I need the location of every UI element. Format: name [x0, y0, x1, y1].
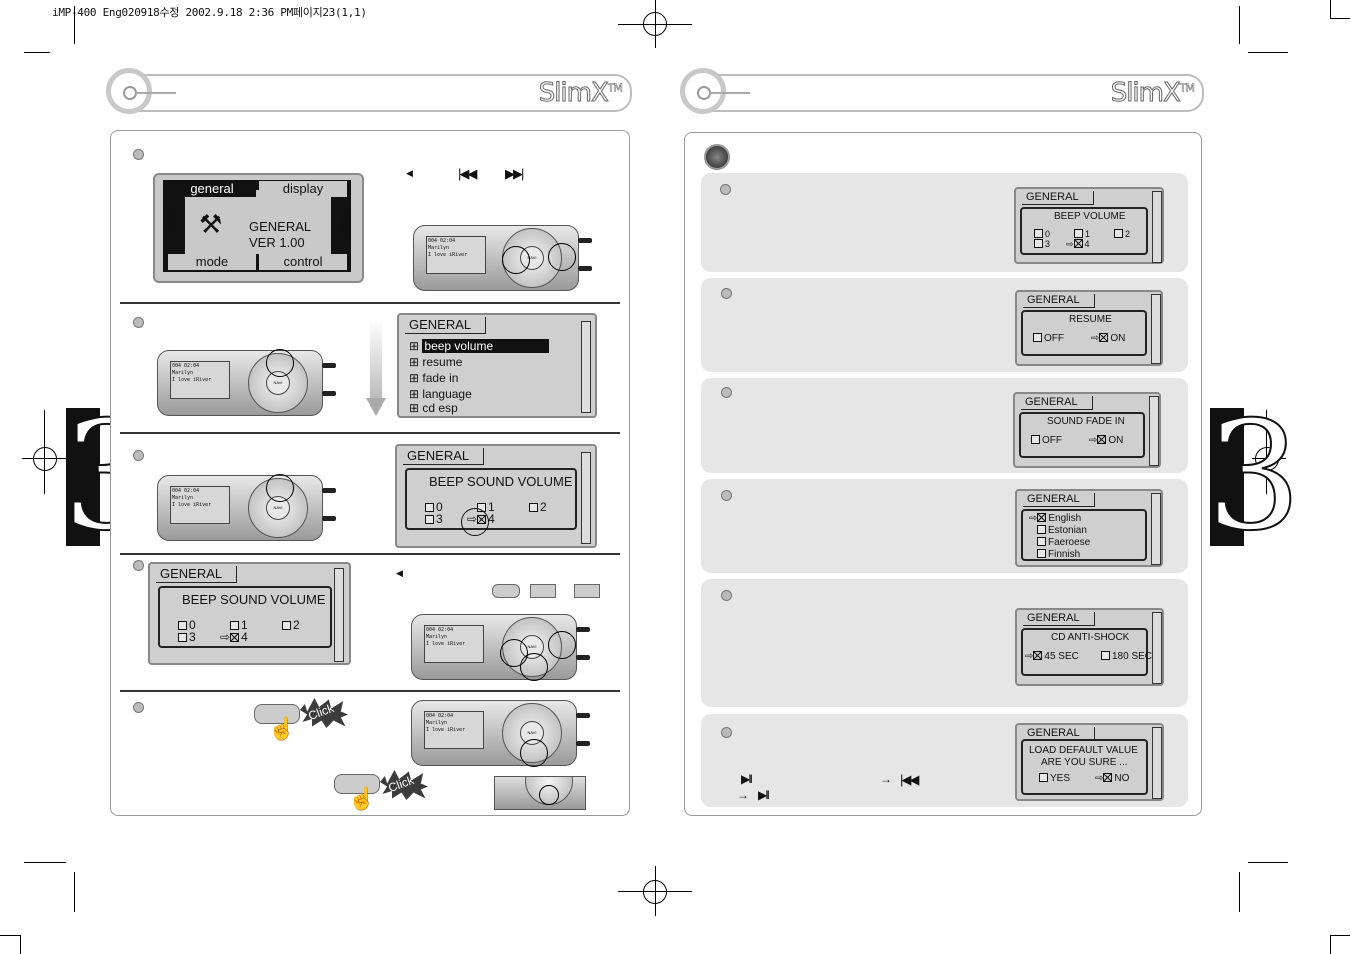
step-bullet: [133, 317, 144, 328]
anti-shock-screen: GENERAL CD ANTI-SHOCK ⇨45 SEC 180 SEC: [1015, 608, 1164, 686]
language-screen: GENERAL ⇨English Estonian Faeroese Finni…: [1015, 489, 1163, 567]
menu-control: control: [259, 254, 347, 270]
step-bullet: [133, 149, 144, 160]
left-marker-icon: ◀: [396, 568, 403, 578]
arrow-icon: →: [737, 788, 749, 802]
screen-tab: GENERAL: [405, 317, 487, 334]
header-banner-left: SlimXTM: [106, 68, 632, 114]
step-bullet: [721, 727, 732, 738]
stop-button-icon: [254, 704, 300, 724]
menu-timer: timer: [336, 212, 350, 240]
list-item: cd esp: [422, 401, 458, 415]
hand-pointer-icon: ☝: [348, 786, 376, 811]
list-item: resume: [422, 355, 463, 369]
menu-mode: mode: [168, 254, 256, 270]
step-bullet: [721, 590, 732, 601]
divider: [120, 553, 620, 555]
step-bullet: [721, 490, 732, 501]
crop-mark: [1330, 0, 1331, 18]
header-banner-right: SlimXTM: [680, 68, 1204, 114]
divider: [120, 432, 620, 434]
step-bullet: [133, 450, 144, 461]
crop-mark: [1330, 935, 1350, 936]
crop-mark: [24, 52, 50, 53]
step-bullet: [721, 288, 732, 299]
crop-mark: [0, 935, 20, 936]
list-item-selected: beep volume: [422, 339, 550, 353]
menu-title: GENERAL: [249, 219, 312, 234]
divider: [120, 302, 620, 304]
menu-user-eq: User EQ: [164, 204, 178, 251]
divider: [120, 690, 620, 692]
main-menu-screen: general display mode control User EQ tim…: [153, 173, 364, 283]
stop-button-icon: [334, 774, 380, 794]
crop-mark: [1239, 6, 1240, 44]
print-header: iMP-400 Eng020918수정 2002.9.18 2:36 PM페이지…: [52, 6, 367, 19]
registration-mark: [1255, 447, 1279, 471]
left-marker-icon: ◀: [406, 168, 413, 178]
resume-screen: GENERAL RESUME OFF ⇨ON: [1015, 290, 1163, 366]
down-arrow-icon: [370, 320, 382, 400]
crop-mark: [1248, 862, 1288, 863]
device-closeup: [494, 776, 586, 810]
chapter-tab-left: 3: [61, 401, 158, 553]
prev-icon: |◀◀: [458, 166, 477, 181]
list-item: language: [422, 387, 472, 401]
section-icon: [704, 144, 730, 170]
tools-icon: ⚒: [199, 209, 223, 239]
step-bullet: [133, 702, 144, 713]
arrow-icon: →: [880, 772, 892, 786]
beep-volume-screen: GENERAL BEEP SOUND VOLUME 0 1 2 3 ⇨4: [148, 562, 351, 665]
play-pause-icon: ▶II: [758, 788, 770, 802]
step-bullet: [133, 560, 144, 571]
crop-mark: [24, 862, 66, 863]
menu-version: VER 1.00: [249, 235, 305, 250]
beep-volume-small-screen: GENERAL BEEP VOLUME 0 1 2 3 ⇨4: [1014, 187, 1164, 264]
load-default-screen: GENERAL LOAD DEFAULT VALUE ARE YOU SURE …: [1015, 723, 1164, 801]
beep-volume-screen: GENERAL BEEP SOUND VOLUME 0 1 2 3 ⇨4: [395, 444, 597, 548]
stop-button-icon: [492, 584, 520, 598]
crop-mark: [74, 6, 75, 44]
crop-mark: [1248, 52, 1288, 53]
general-list-screen: GENERAL ⊞ beep volume ⊞ resume ⊞ fade in…: [397, 313, 597, 418]
crop-mark: [1239, 872, 1240, 912]
next-icon: ▶▶|: [505, 166, 524, 181]
menu-general: general: [168, 181, 256, 197]
chapter-tab-right: 3: [1205, 390, 1302, 564]
prev-button-icon: [530, 584, 556, 598]
crop-mark: [74, 872, 75, 912]
prev-icon: |◀◀: [900, 772, 919, 787]
crop-mark: [20, 935, 21, 954]
list-item: fade in: [422, 371, 459, 385]
crop-mark: [1330, 935, 1331, 954]
menu-display: display: [259, 181, 347, 197]
step-bullet: [721, 387, 732, 398]
registration-mark: [33, 447, 57, 471]
next-button-icon: [574, 584, 600, 598]
play-pause-icon: ▶II: [741, 772, 753, 786]
hand-pointer-icon: ☝: [268, 716, 296, 741]
brand-logo: SlimXTM: [538, 78, 623, 109]
fade-in-screen: GENERAL SOUND FADE IN OFF ⇨ON: [1013, 392, 1161, 468]
crop-mark: [1330, 18, 1350, 19]
brand-logo: SlimXTM: [1110, 78, 1195, 109]
step-bullet: [720, 184, 731, 195]
